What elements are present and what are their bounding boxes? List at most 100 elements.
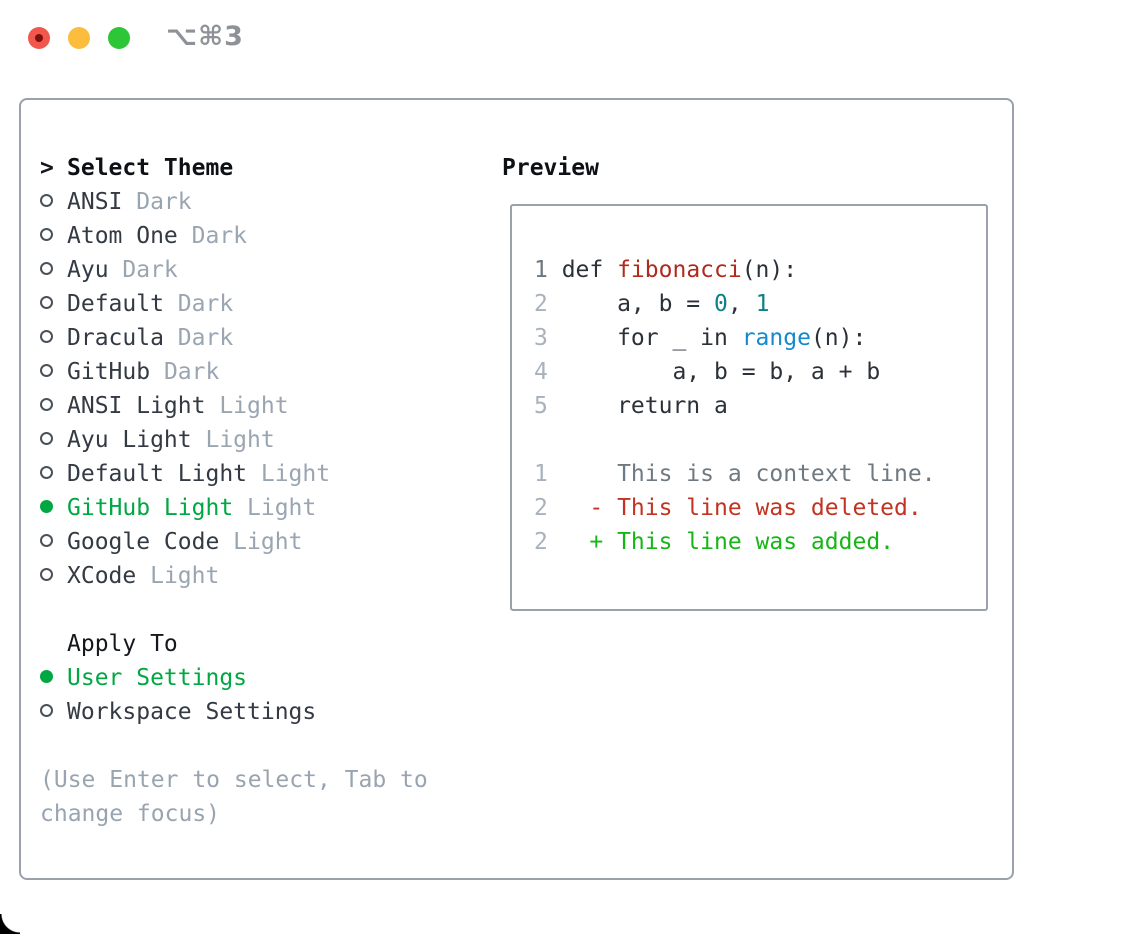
option-label: Dracula [67,325,164,351]
code-token-func: fibonacci [617,257,742,283]
window-corner-artifact [0,914,20,934]
theme-option-google-code[interactable]: Google Code Light [40,525,500,559]
hint-line-1: (Use Enter to select, Tab to [40,767,428,793]
option-variant: Dark [163,325,234,351]
radio-icon [40,559,67,593]
preview-line: 1 def fibonacci(n): [534,253,986,287]
theme-list: ANSI Dark Atom One Dark Ayu Dark Default… [40,185,500,593]
theme-option-xcode[interactable]: XCode Light [40,559,500,593]
option-label: Ayu [67,257,109,283]
spacer [40,729,500,763]
theme-menu: >Select Theme ANSI Dark Atom One Dark Ay… [40,151,500,831]
code-token-text: a, b = b, a + b [561,359,881,385]
preview-line: 5 return a [534,389,986,423]
preview-line: 2 a, b = 0, 1 [534,287,986,321]
line-number: 2 [534,495,548,521]
radio-icon [40,423,67,457]
radio-icon [40,491,67,525]
preview-line [534,423,986,457]
close-button[interactable] [28,27,50,49]
select-theme-header: >Select Theme [40,151,500,185]
apply-to-header: Apply To [40,627,500,661]
option-label: User Settings [67,665,248,691]
option-variant: Light [219,529,303,555]
focus-caret: > [40,155,54,181]
line-number: 1 [534,461,548,487]
radio-icon [40,457,67,491]
preview-line: 1 This is a context line. [534,457,986,491]
radio-icon [40,321,67,355]
code-token-num: 0 [714,291,728,317]
code-token-text: return a [561,393,728,419]
zoom-button[interactable] [108,27,130,49]
option-variant: Light [233,495,317,521]
option-label: Google Code [67,529,220,555]
option-label: Workspace Settings [67,699,317,725]
hint-line-2: change focus) [40,801,221,827]
option-label: Default Light [67,461,248,487]
code-token-added: + This line was added. [561,529,895,555]
apply-to-list: User Settings Workspace Settings [40,661,500,729]
option-variant: Dark [108,257,178,283]
radio-icon [40,253,67,287]
code-token-deleted: - This line was deleted. [561,495,922,521]
theme-option-atom-one[interactable]: Atom One Dark [40,219,500,253]
preview-line: 3 for _ in range(n): [534,321,986,355]
option-label: GitHub [67,359,151,385]
theme-option-github-light[interactable]: GitHub Light Light [40,491,500,525]
option-variant: Light [205,393,289,419]
theme-option-ansi-light[interactable]: ANSI Light Light [40,389,500,423]
option-label: ANSI Light [67,393,206,419]
option-variant: Dark [163,291,234,317]
line-number: 2 [534,291,548,317]
radio-icon [40,695,67,729]
code-token-text: (n): [810,325,867,351]
theme-option-dracula[interactable]: Dracula Dark [40,321,500,355]
theme-option-github[interactable]: GitHub Dark [40,355,500,389]
code-token-text: (n): [741,257,798,283]
preview-line: 2 - This line was deleted. [534,491,986,525]
theme-option-default[interactable]: Default Dark [40,287,500,321]
line-number: 1 [534,257,548,283]
line-number: 4 [534,359,548,385]
option-variant: Dark [150,359,220,385]
code-token-builtin: range [741,325,811,351]
preview-line: 2 + This line was added. [534,525,986,559]
apply-option-user-settings[interactable]: User Settings [40,661,500,695]
theme-picker-panel: >Select Theme ANSI Dark Atom One Dark Ay… [19,98,1014,880]
apply-to-title: Apply To [67,631,178,657]
option-label: Ayu Light [67,427,192,453]
window-shortcut-title: ⌥⌘3 [166,21,244,52]
option-variant: Dark [177,223,248,249]
option-label: Default [67,291,164,317]
apply-option-workspace-settings[interactable]: Workspace Settings [40,695,500,729]
option-label: GitHub Light [67,495,234,521]
option-variant: Dark [122,189,192,215]
theme-option-ansi[interactable]: ANSI Dark [40,185,500,219]
radio-icon [40,219,67,253]
code-token-text: , [727,291,756,317]
preview-line: 4 a, b = b, a + b [534,355,986,389]
option-label: XCode [67,563,137,589]
option-label: ANSI [67,189,123,215]
radio-icon [40,355,67,389]
option-variant: Light [191,427,275,453]
code-token-num: 1 [755,291,770,317]
option-variant: Light [136,563,220,589]
radio-icon [40,287,67,321]
line-number: 3 [534,325,548,351]
line-number: 5 [534,393,548,419]
spacer [40,593,500,627]
option-label: Atom One [67,223,178,249]
theme-option-ayu-light[interactable]: Ayu Light Light [40,423,500,457]
preview-title: Preview [502,155,599,181]
code-token-context: This is a context line. [561,461,936,487]
theme-option-ayu[interactable]: Ayu Dark [40,253,500,287]
code-token-text: def [561,257,618,283]
radio-icon [40,525,67,559]
code-token-text: a, b = [561,291,715,317]
theme-option-default-light[interactable]: Default Light Light [40,457,500,491]
radio-icon [40,389,67,423]
minimize-button[interactable] [68,27,90,49]
